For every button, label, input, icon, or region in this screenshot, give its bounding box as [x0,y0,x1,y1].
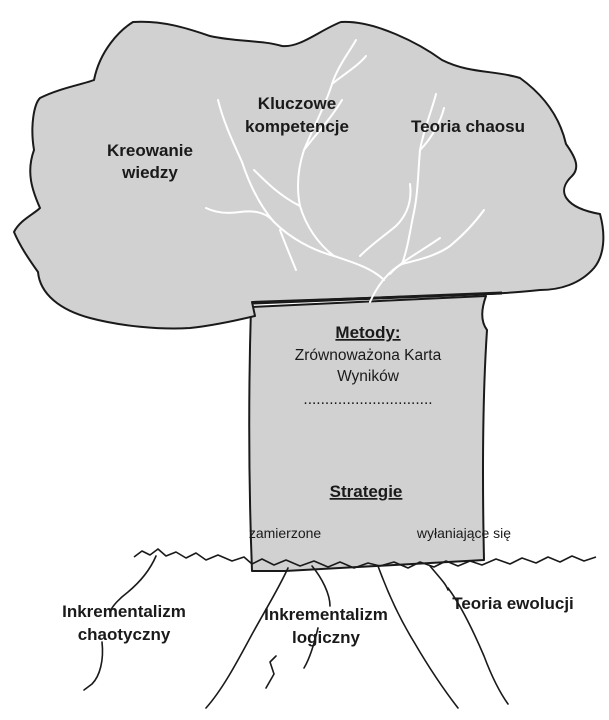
label-kluczowe-line1: Kluczowe [258,94,336,113]
label-wylaniajace: wyłaniające się [416,525,511,541]
label-teoria-chaosu: Teoria chaosu [411,117,525,136]
label-metody-dots: .............................. [303,391,432,408]
label-metody-line2: Wyników [337,368,400,385]
label-zamierzone: zamierzone [249,525,322,541]
label-logiczny-line1: Inkrementalizm [264,605,388,624]
label-logiczny-line2: logiczny [292,628,361,647]
label-kluczowe-line2: kompetencje [245,117,349,136]
label-kreowanie-line2: wiedzy [121,163,178,182]
label-chaotyczny-line1: Inkrementalizm [62,602,186,621]
label-teoria-ewolucji: Teoria ewolucji [452,594,574,613]
label-strategie-heading: Strategie [330,482,403,501]
label-chaotyczny-line2: chaotyczny [78,625,171,644]
label-metody-heading: Metody: [335,323,400,342]
tree-crown [14,22,603,329]
label-kreowanie-line1: Kreowanie [107,141,193,160]
label-metody-line1: Zrównoważona Karta [295,347,442,364]
